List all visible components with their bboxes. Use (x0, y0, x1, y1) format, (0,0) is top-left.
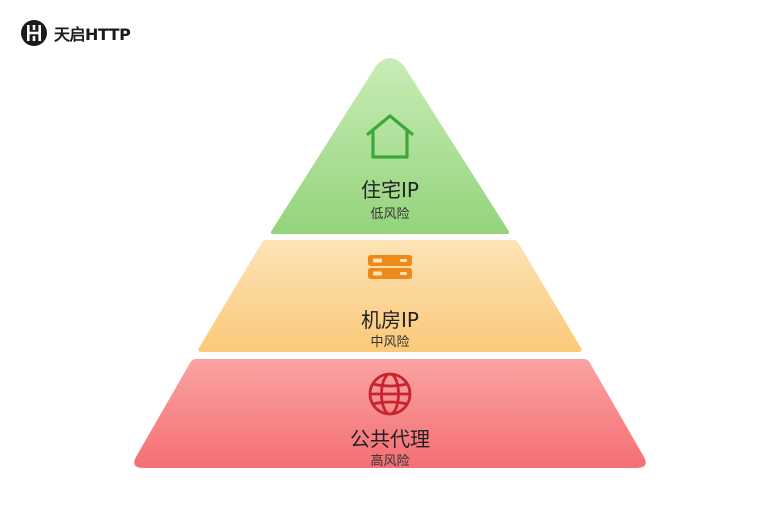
tier-residential-shape (270, 58, 510, 234)
brand-mark-icon (21, 20, 47, 46)
tier-public-proxy-risk: 高风险 (370, 454, 410, 469)
tier-datacenter-title: 机房IP (361, 308, 419, 332)
tier-residential-title: 住宅IP (361, 178, 419, 202)
house-icon (366, 114, 414, 159)
server-icon (368, 255, 412, 279)
globe-icon (368, 372, 412, 416)
brand-name: 天启HTTP (54, 25, 131, 44)
tier-datacenter-shape (198, 240, 582, 352)
brand-logo: 天启HTTP (20, 19, 131, 47)
tier-public-proxy-title: 公共代理 (350, 427, 430, 451)
tier-residential-risk: 低风险 (370, 207, 410, 222)
tier-datacenter-risk: 中风险 (370, 335, 410, 350)
